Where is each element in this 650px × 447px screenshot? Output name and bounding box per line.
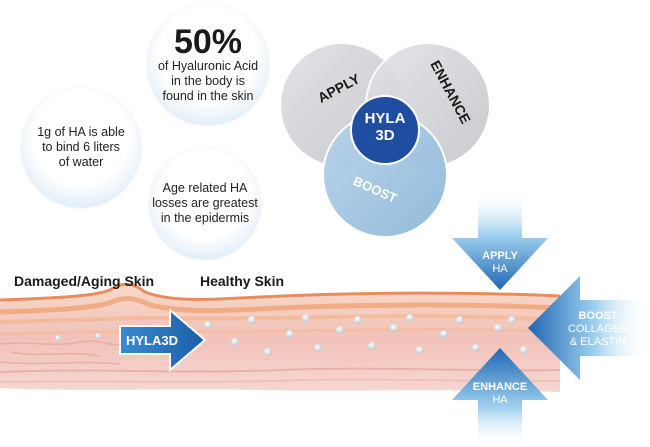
venn-diagram [279, 42, 491, 238]
healthy-skin-label: Healthy Skin [200, 273, 285, 289]
apply-arrow-label: APPLY HA [470, 250, 530, 276]
arrow-label-line: APPLY [482, 250, 518, 262]
fact-bubble-age-losses: Age related HA losses are greatest in th… [150, 148, 260, 258]
fact-headline: 50% [173, 22, 243, 61]
ha-droplets [55, 314, 528, 356]
hyla3d-arrow-shape [119, 307, 207, 373]
venn-center-line: 3D [375, 127, 395, 144]
arrow-label-line: BOOST [578, 310, 618, 322]
damaged-skin-label: Damaged/Aging Skin [14, 273, 155, 289]
fact-line: in the body is [171, 73, 245, 88]
enhance-arrow-shape [452, 348, 548, 447]
fact-bubble-hyaluronic-acid: 50% of Hyaluronic Acid in the body is fo… [148, 4, 268, 124]
venn-center-logo: HYLA 3D [355, 110, 415, 144]
apply-arrow-shape [452, 190, 548, 290]
skin-cross-section [0, 282, 561, 392]
fact-line: of Hyaluronic Acid [157, 58, 259, 73]
fact-line: to bind 6 liters [42, 139, 120, 154]
arrow-label-line: HA [492, 263, 508, 275]
fact-bubble-water-binding: 1g of HA is able to bind 6 liters of wat… [22, 88, 140, 206]
arrow-label-line: & ELASTIN [569, 336, 627, 348]
arrow-label-line: ENHANCE [472, 381, 528, 393]
fact-line: found in the skin [162, 88, 254, 103]
fact-line: 1g of HA is able [37, 124, 125, 139]
venn-center-line: HYLA [364, 110, 406, 127]
boost-arrow-label: BOOST COLLAGEN & ELASTIN [553, 310, 643, 349]
fact-line: in the epidermis [160, 210, 250, 225]
fact-line: Age related HA [162, 180, 248, 195]
hyla3d-arrow-label: HYLA3D [126, 333, 179, 348]
arrow-label-line: COLLAGEN [568, 323, 628, 335]
enhance-arrow-label: ENHANCE HA [465, 381, 535, 407]
arrow-label-line: HA [492, 394, 508, 406]
fact-line: losses are greatest [152, 195, 258, 210]
boost-arrow-shape [528, 276, 650, 380]
fact-line: of water [58, 154, 104, 169]
